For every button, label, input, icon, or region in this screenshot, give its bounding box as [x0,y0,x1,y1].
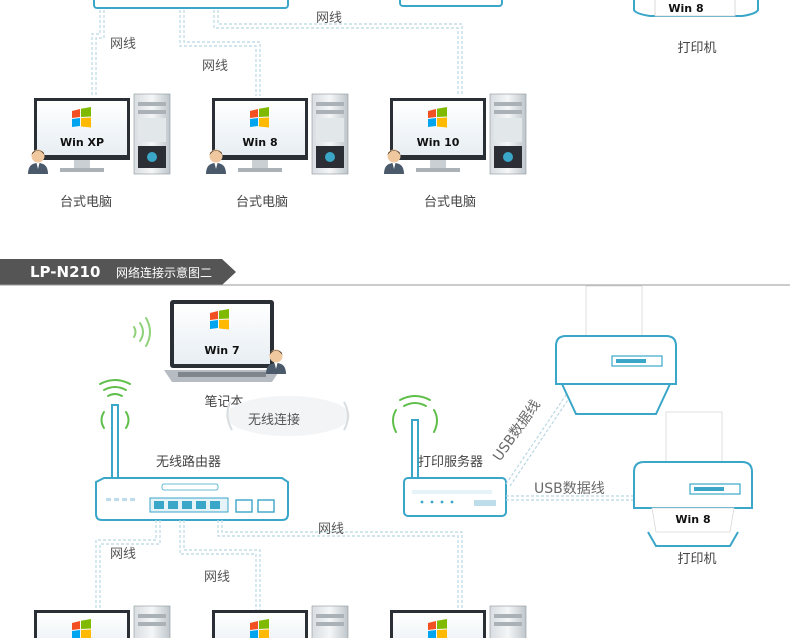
printer-top-label: 打印机 [677,41,716,56]
top-cables [91,10,463,96]
laptop-label: 笔记本 [204,394,243,410]
bottom-cable-label-3: 网线 [318,522,344,537]
router-label: 无线路由器 [156,454,221,470]
wifi-waves-laptop [133,317,151,347]
os-label: Win 10 [417,136,460,149]
router-top-partial [93,0,503,9]
printer-1 [555,285,677,415]
cable-label-2: 网线 [202,59,228,74]
pc-3-label: 台式电脑 [424,195,476,210]
cable-label-3: 网线 [316,11,342,26]
usb-label-1: USB数据线 [490,397,544,464]
usb-cables [505,385,640,501]
printer-2: Win 8 [633,411,753,547]
desktop-pc-2: Win 8 [206,93,349,175]
section-subtitle: 网络连接示意图二 [116,265,212,280]
bottom-cables [95,520,463,638]
wireless-router [95,379,289,521]
printer-2-label: 打印机 [677,552,716,567]
bottom-cable-label-2: 网线 [204,570,230,585]
print-server [392,395,507,517]
pc-2-label: 台式电脑 [236,195,288,210]
os-label: Win XP [60,136,104,149]
print-server-label: 打印服务器 [418,454,483,470]
os-label: Win 8 [242,136,277,149]
wireless-label: 无线连接 [248,412,300,428]
wireless-link: 无线连接 [226,396,350,436]
printer-2-os: Win 8 [675,513,710,526]
section-header: LP-N210 网络连接示意图二 [0,259,790,286]
desktop-pc-1: Win XP [28,93,171,175]
printer-top-partial: Win 8 [633,0,759,17]
laptop-os: Win 7 [204,344,239,357]
pc-1-label: 台式电脑 [60,195,112,210]
bottom-cable-label-1: 网线 [110,547,136,562]
usb-label-2: USB数据线 [534,481,605,497]
desktop-pc-3: Win 10 [384,93,527,175]
printer-top-os: Win 8 [668,2,703,15]
section-model: LP-N210 [30,263,100,281]
laptop: Win 7 [164,300,280,382]
bottom-pcs-partial [34,605,527,638]
cable-label-1: 网线 [110,37,136,52]
